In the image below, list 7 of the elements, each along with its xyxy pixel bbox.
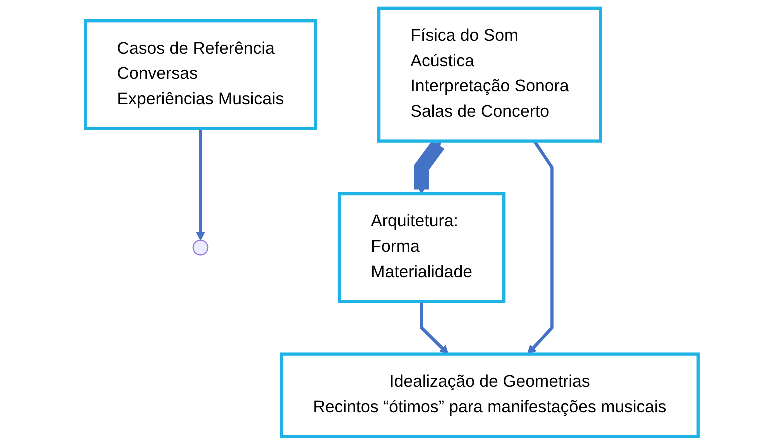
node-box — [378, 6, 602, 143]
arrow — [420, 302, 449, 355]
arrow — [527, 140, 554, 355]
node-box — [280, 352, 700, 438]
node-box — [338, 192, 506, 304]
arrow — [196, 128, 206, 241]
node-box — [84, 20, 318, 130]
